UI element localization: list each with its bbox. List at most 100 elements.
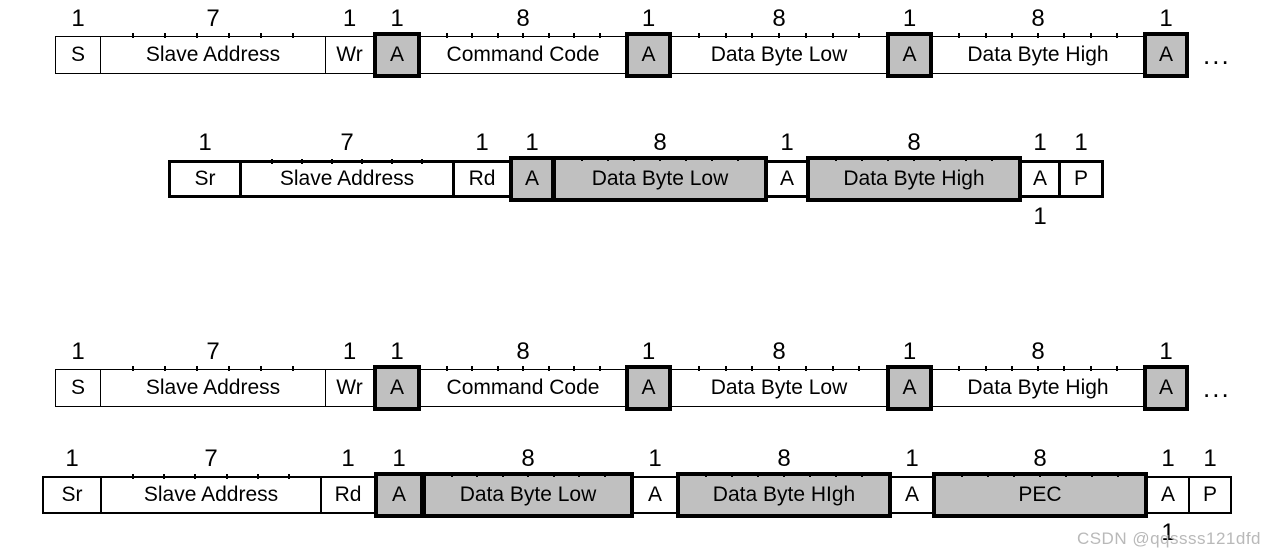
bit-tick xyxy=(984,366,987,371)
bit-count: 1 xyxy=(648,445,662,472)
bit-count: 1 xyxy=(1033,129,1047,156)
bit-counts-below-row xyxy=(55,74,1231,104)
bit-tick xyxy=(1037,33,1039,38)
bit-count: 1 xyxy=(71,338,85,365)
bit-tick xyxy=(858,366,861,371)
bit-tick xyxy=(958,366,961,371)
bit-tick xyxy=(547,366,550,371)
bit-tick xyxy=(496,366,499,371)
bit-count: 8 xyxy=(1031,5,1045,32)
bit-count: 7 xyxy=(206,5,220,32)
frame-cell-a: A xyxy=(1146,476,1190,514)
bit-tick xyxy=(778,366,780,371)
bit-tick xyxy=(757,472,759,477)
bit-count: 1 xyxy=(390,5,404,32)
bit-tick xyxy=(1117,472,1119,477)
bit-tick xyxy=(547,33,550,38)
bit-tick xyxy=(361,159,363,164)
cell-label-s: S xyxy=(70,376,85,399)
bit-tick xyxy=(391,159,393,164)
bit-count: 8 xyxy=(777,445,791,472)
frame-cell-rd: Rd xyxy=(320,476,376,514)
cell-label-data-byte-low: Data Byte Low xyxy=(459,483,597,506)
frame-cell-data-byte-high: Data Byte High xyxy=(932,33,1144,74)
frame-cell-data-byte-high: Data Byte HIgh xyxy=(676,472,892,518)
cell-label-a: A xyxy=(1160,483,1175,506)
bit-count: 8 xyxy=(516,5,530,32)
bit-count: 8 xyxy=(772,5,786,32)
bit-count: 1 xyxy=(1161,445,1175,472)
bit-tick xyxy=(225,474,228,479)
bit-tick xyxy=(835,472,837,477)
bit-count: 7 xyxy=(340,129,354,156)
bit-tick xyxy=(445,366,448,371)
bit-tick xyxy=(1010,33,1013,38)
cell-label-wr: Wr xyxy=(336,376,363,399)
bit-tick xyxy=(939,156,941,161)
bit-tick xyxy=(1115,33,1118,38)
bit-tick xyxy=(659,156,661,161)
bit-tick xyxy=(984,33,987,38)
frame-cell-a: A xyxy=(625,365,672,411)
bit-tick xyxy=(783,472,785,477)
bit-tick xyxy=(1089,366,1092,371)
bit-tick xyxy=(858,33,861,38)
bit-tick xyxy=(552,472,555,477)
bit-count: 8 xyxy=(521,445,535,472)
cell-label-data-byte-low: Data Byte Low xyxy=(710,43,848,66)
bit-count: 1 xyxy=(342,5,357,32)
cell-label-data-byte-high: Data Byte High xyxy=(967,43,1109,66)
bit-tick xyxy=(1063,366,1066,371)
bit-count: 1 xyxy=(475,129,489,156)
bit-count: 1 xyxy=(341,445,355,472)
cell-label-data-byte-high: Data Byte High xyxy=(843,167,985,190)
cell-label-a: A xyxy=(524,167,539,190)
bit-counts-below-row xyxy=(55,407,1231,437)
cell-label-wr: Wr xyxy=(336,43,363,66)
bit-tick xyxy=(163,474,166,479)
frame-cell-data-byte-high: Data Byte High xyxy=(932,366,1144,407)
frame-cell-wr: Wr xyxy=(325,36,374,74)
bit-count: 8 xyxy=(1033,445,1047,472)
frame-cell-data-byte-low: Data Byte Low xyxy=(552,156,768,202)
cell-label-a: A xyxy=(902,43,917,66)
bit-count: 1 xyxy=(1159,338,1173,365)
frame-cell-a: A xyxy=(374,472,424,518)
bit-tick xyxy=(331,159,333,164)
frame-cell-a: A xyxy=(625,32,672,78)
bit-tick xyxy=(450,472,453,477)
bit-tick xyxy=(271,159,273,164)
bit-tick xyxy=(228,33,230,38)
bit-tick xyxy=(1013,472,1015,477)
bit-count: 7 xyxy=(206,338,220,365)
bit-tick xyxy=(471,33,473,38)
frame-cell-slave-address: Slave Address xyxy=(100,474,322,514)
bit-tick xyxy=(991,156,993,161)
frame-cell-sr: Sr xyxy=(42,476,102,514)
frame-cell-data-byte-low: Data Byte Low xyxy=(671,366,887,407)
bit-tick xyxy=(724,33,727,38)
cell-label-rd: Rd xyxy=(468,167,496,190)
bit-count: 1 xyxy=(641,338,656,365)
bit-tick xyxy=(697,33,700,38)
frame-cell-slave-address: Slave Address xyxy=(100,33,326,74)
cell-label-slave-address: Slave Address xyxy=(145,43,281,66)
bit-tick xyxy=(292,33,294,38)
frame-cell-wr: Wr xyxy=(325,369,374,407)
bit-tick xyxy=(292,366,294,371)
bit-count: 1 xyxy=(641,5,656,32)
bit-tick xyxy=(445,33,448,38)
cell-label-a: A xyxy=(391,483,406,506)
bit-tick xyxy=(573,33,575,38)
bit-tick xyxy=(958,33,961,38)
bit-tick xyxy=(598,33,601,38)
bit-tick xyxy=(164,366,166,371)
bit-count: 8 xyxy=(516,338,530,365)
cell-label-a: A xyxy=(1032,167,1047,190)
